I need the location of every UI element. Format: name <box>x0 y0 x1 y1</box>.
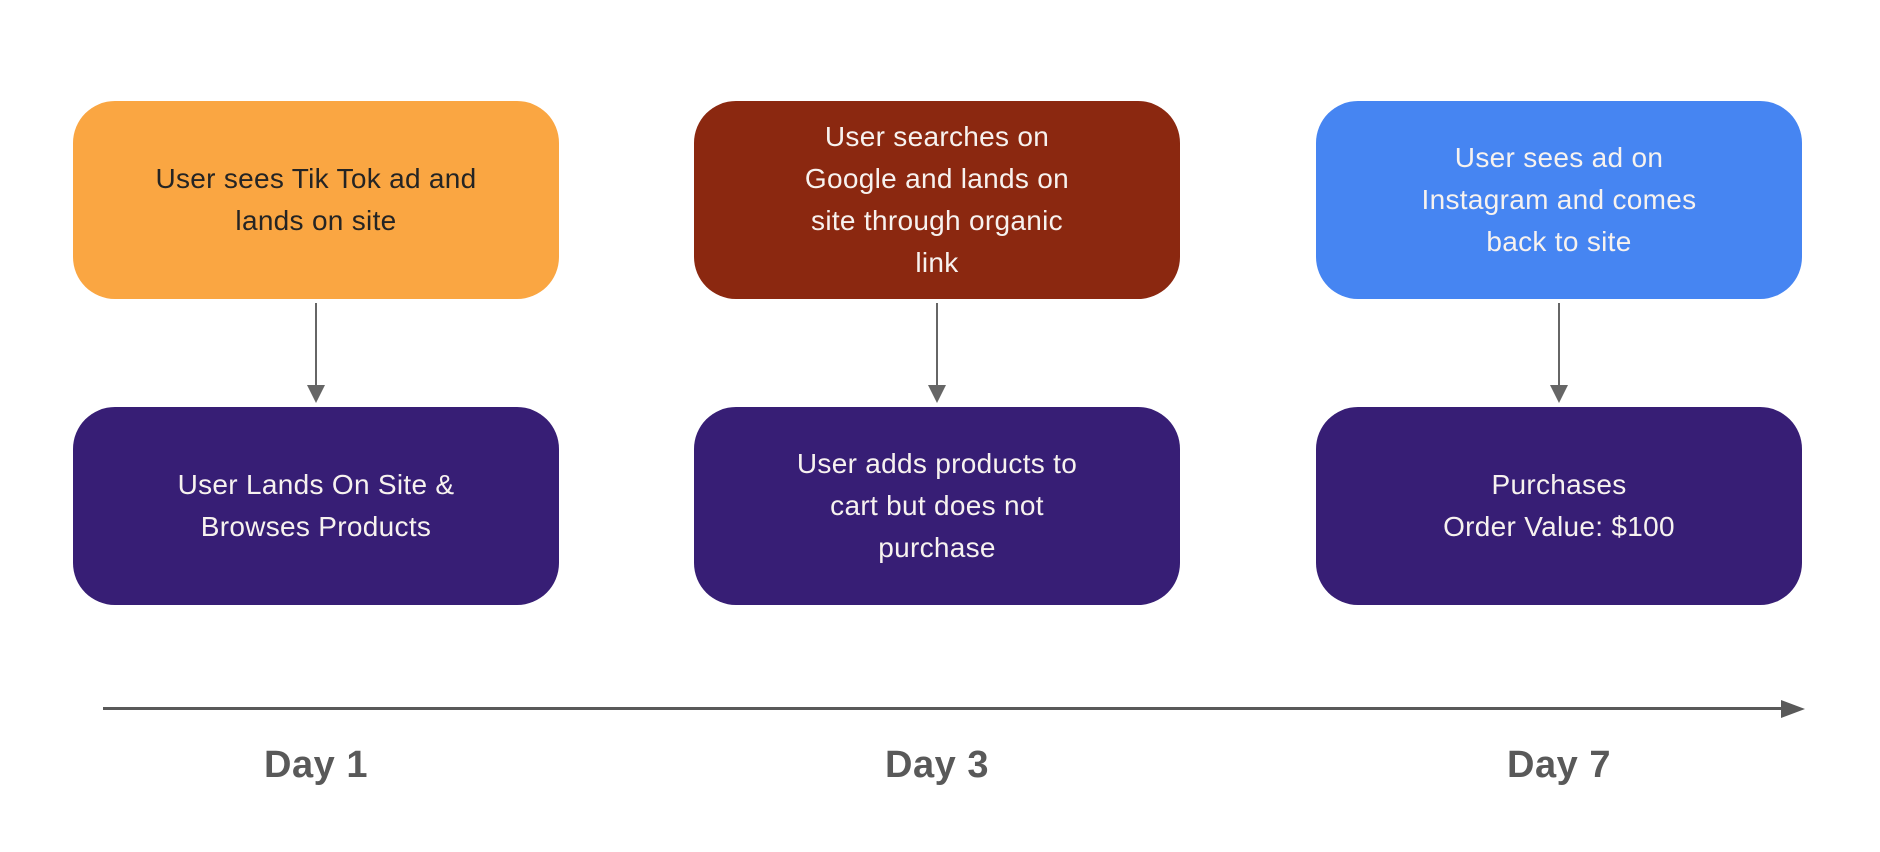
down-arrow-icon <box>1550 303 1568 403</box>
action-box-browse: User Lands On Site & Browses Products <box>73 407 559 605</box>
day-label-3: Day 3 <box>885 744 989 786</box>
action-text: User Lands On Site & Browses Products <box>177 469 455 542</box>
day-label-7: Day 7 <box>1507 744 1611 786</box>
action-box-purchase: Purchases Order Value: $100 <box>1316 407 1802 605</box>
touchpoint-text: User searches on Google and lands on sit… <box>804 121 1070 278</box>
touchpoint-text: User sees ad on Instagram and comes back… <box>1421 142 1697 257</box>
touchpoint-text: User sees Tik Tok ad and lands on site <box>155 163 477 236</box>
journey-step-day7: User sees ad on Instagram and comes back… <box>1316 0 1802 852</box>
journey-step-day1: User sees Tik Tok ad and lands on site U… <box>73 0 559 852</box>
action-text: User adds products to cart but does not … <box>796 448 1078 563</box>
touchpoint-box-instagram: User sees ad on Instagram and comes back… <box>1316 101 1802 299</box>
action-box-add-to-cart: User adds products to cart but does not … <box>694 407 1180 605</box>
journey-step-day3: User searches on Google and lands on sit… <box>694 0 1180 852</box>
timeline-axis-arrow <box>103 699 1805 718</box>
touchpoint-box-google: User searches on Google and lands on sit… <box>694 101 1180 299</box>
down-arrow-icon <box>307 303 325 403</box>
action-text: Purchases Order Value: $100 <box>1443 469 1675 542</box>
down-arrow-icon <box>928 303 946 403</box>
touchpoint-box-tiktok: User sees Tik Tok ad and lands on site <box>73 101 559 299</box>
day-label-1: Day 1 <box>264 744 368 786</box>
